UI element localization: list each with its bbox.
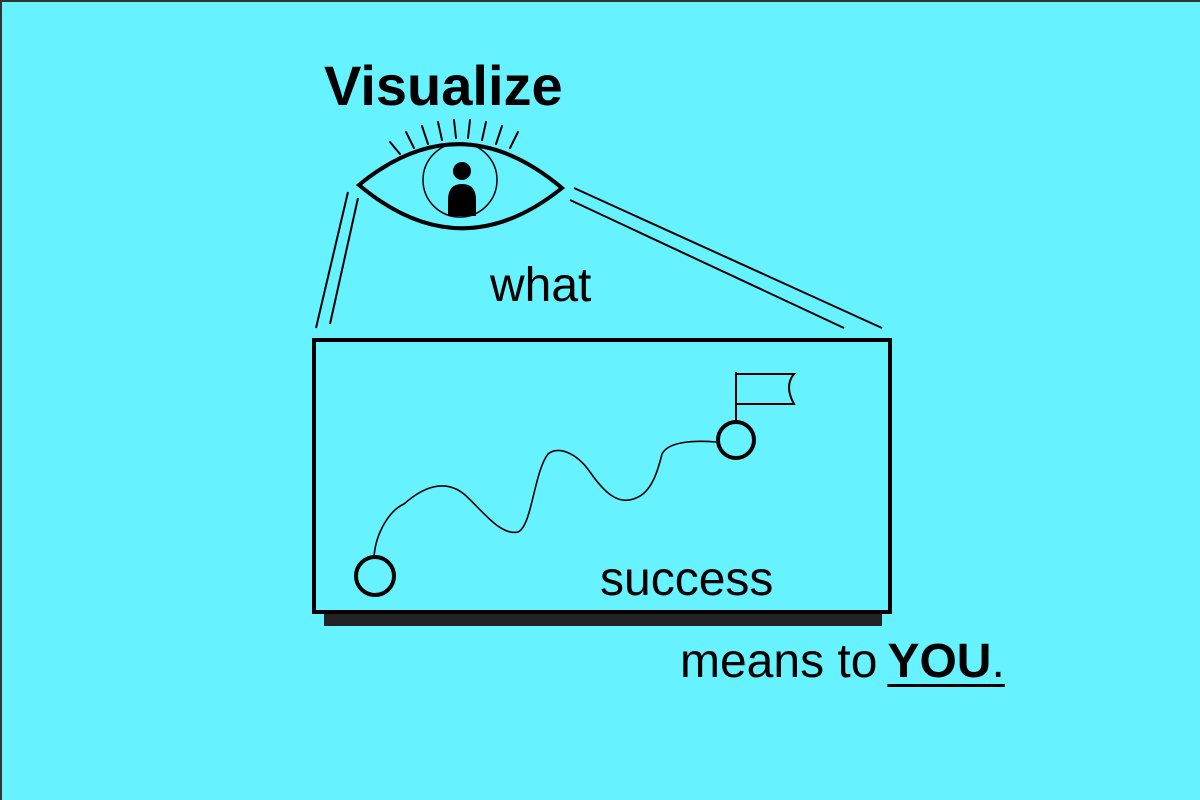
period: . (991, 635, 1005, 688)
person-icon (448, 162, 476, 216)
flag-icon (735, 372, 797, 422)
board-shadow (324, 614, 882, 626)
eyelashes (389, 119, 519, 155)
word-what: what (490, 259, 592, 312)
vision-board (312, 338, 892, 614)
eye-outline (355, 142, 566, 231)
word-success: success (600, 553, 774, 606)
headline-title: Visualize (324, 54, 563, 117)
words-means-to: means to (680, 635, 878, 688)
eye-icon (355, 119, 566, 231)
word-you: YOU (887, 635, 992, 688)
journey-path (373, 440, 717, 557)
vision-lines (315, 187, 883, 329)
eye-iris (422, 142, 498, 218)
start-point (354, 555, 396, 597)
